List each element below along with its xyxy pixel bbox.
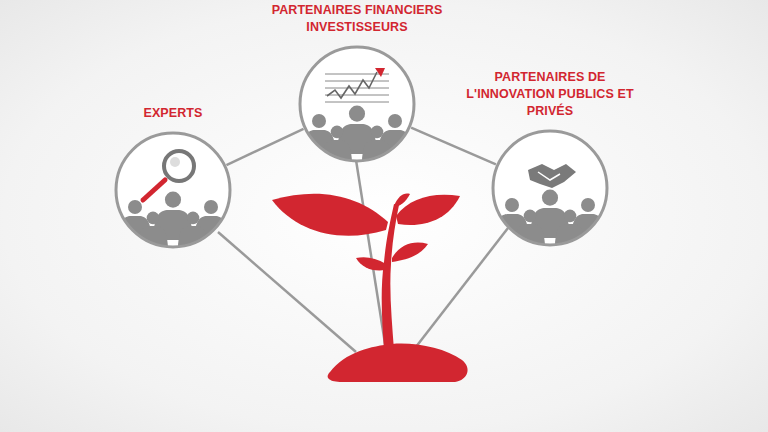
node-heading: EXPERTS [98,105,248,122]
circle-outline [297,44,417,164]
magnifier-icon [143,151,194,200]
circle-outline [490,128,610,248]
node-heading: PARTENAIRES FINANCIERS INVESTISSEURS [262,2,452,36]
plant [272,194,468,383]
connector-line [411,128,496,165]
circle-node: EXPERTS [53,105,293,250]
connector-line [226,129,303,165]
root-lines [218,160,508,352]
circle-node: PARTENAIRES DE L'INNOVATION PUBLICS ET P… [430,69,670,248]
circle-node: PARTENAIRES FINANCIERS INVESTISSEURS [237,2,477,164]
chart-icon [325,74,389,102]
handshake-icon [528,164,576,188]
node-heading: PARTENAIRES DE L'INNOVATION PUBLICS ET P… [450,69,650,120]
circle-shape [490,128,610,248]
circle-shape [297,44,417,164]
circle-shape [113,130,233,250]
circle-outline [113,130,233,250]
